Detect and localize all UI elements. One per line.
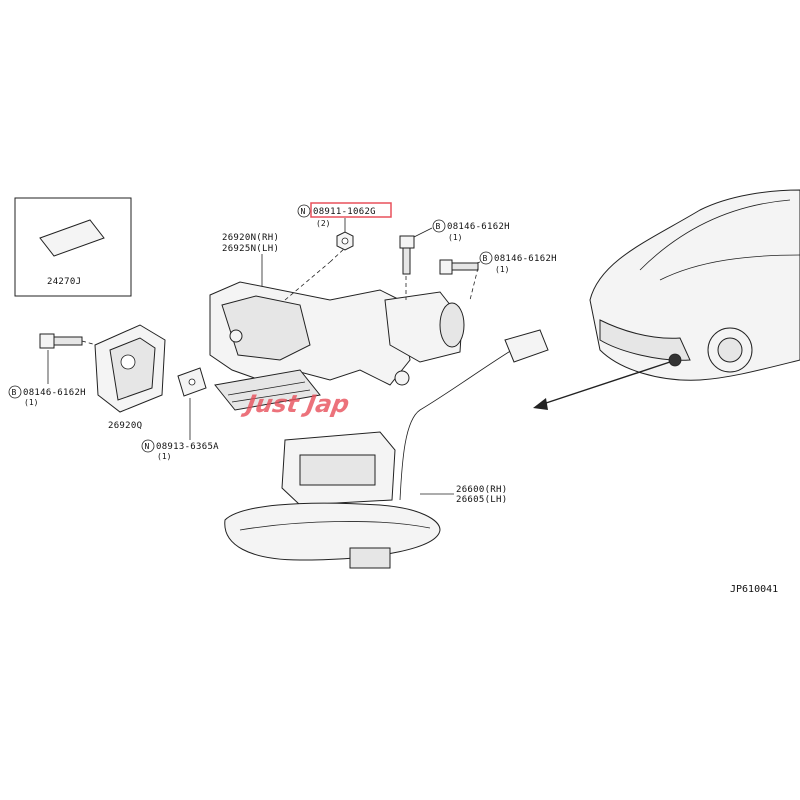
washer-location-marker bbox=[668, 353, 682, 367]
nut-prefix: N bbox=[301, 207, 306, 216]
cover-26920q: B 08146-6162H (1) 26920Q N 08913-6365A (… bbox=[8, 324, 219, 461]
callout-nut-qty: (2) bbox=[316, 219, 330, 228]
callout-26920q: 26920Q bbox=[108, 421, 142, 431]
bolt-head-icon bbox=[399, 235, 415, 249]
callout-nut-part: 08911-1062G bbox=[313, 207, 376, 217]
highlight-box bbox=[310, 202, 392, 218]
part-24270j-box: 24270J bbox=[14, 197, 132, 297]
bolt2-prefix: B bbox=[483, 254, 488, 263]
callout-26600: 26600(RH) bbox=[456, 485, 507, 495]
callout-clip-qty: (1) bbox=[157, 452, 171, 461]
connector-icon bbox=[504, 329, 549, 363]
callout-bolt3-qty: (1) bbox=[24, 398, 38, 407]
callout-clip-part: 08913-6365A bbox=[156, 442, 219, 452]
callout-26920n: 26920N(RH) bbox=[222, 233, 279, 243]
arrow-icon bbox=[533, 398, 548, 410]
bolt-head-icon bbox=[39, 333, 55, 349]
label-sticker bbox=[39, 219, 105, 257]
bolt1-prefix: B bbox=[436, 222, 441, 231]
bracket-26920n: 26920N(RH) 26925N(LH) bbox=[209, 233, 465, 411]
bolt3-prefix: B bbox=[12, 388, 17, 397]
diagram-code: JP610041 bbox=[730, 584, 778, 595]
nut-08911-1062g: N 08911-1062G (2) bbox=[297, 202, 392, 251]
nut-n-marker bbox=[297, 204, 311, 218]
callout-24270j: 24270J bbox=[47, 277, 81, 287]
callout-26605: 26605(LH) bbox=[456, 495, 507, 505]
callout-bolt1-qty: (1) bbox=[448, 233, 462, 242]
car-location-illustration bbox=[533, 189, 800, 410]
lamp-26600: 26600(RH) 26605(LH) bbox=[224, 329, 549, 569]
callout-bolt1-part: 08146-6162H bbox=[447, 222, 510, 232]
bolt-08146-6162h-top: B 08146-6162H (1) bbox=[399, 219, 510, 300]
callout-26925n: 26925N(LH) bbox=[222, 244, 279, 254]
callout-bolt2-part: 08146-6162H bbox=[494, 254, 557, 264]
watermark: Just Jap bbox=[239, 390, 351, 418]
bolt-08146-6162h-right: B 08146-6162H (1) bbox=[439, 251, 557, 301]
clip-prefix: N bbox=[145, 442, 150, 451]
bolt-head-icon bbox=[439, 259, 453, 275]
callout-bolt2-qty: (1) bbox=[495, 265, 509, 274]
callout-bolt3-part: 08146-6162H bbox=[23, 388, 86, 398]
